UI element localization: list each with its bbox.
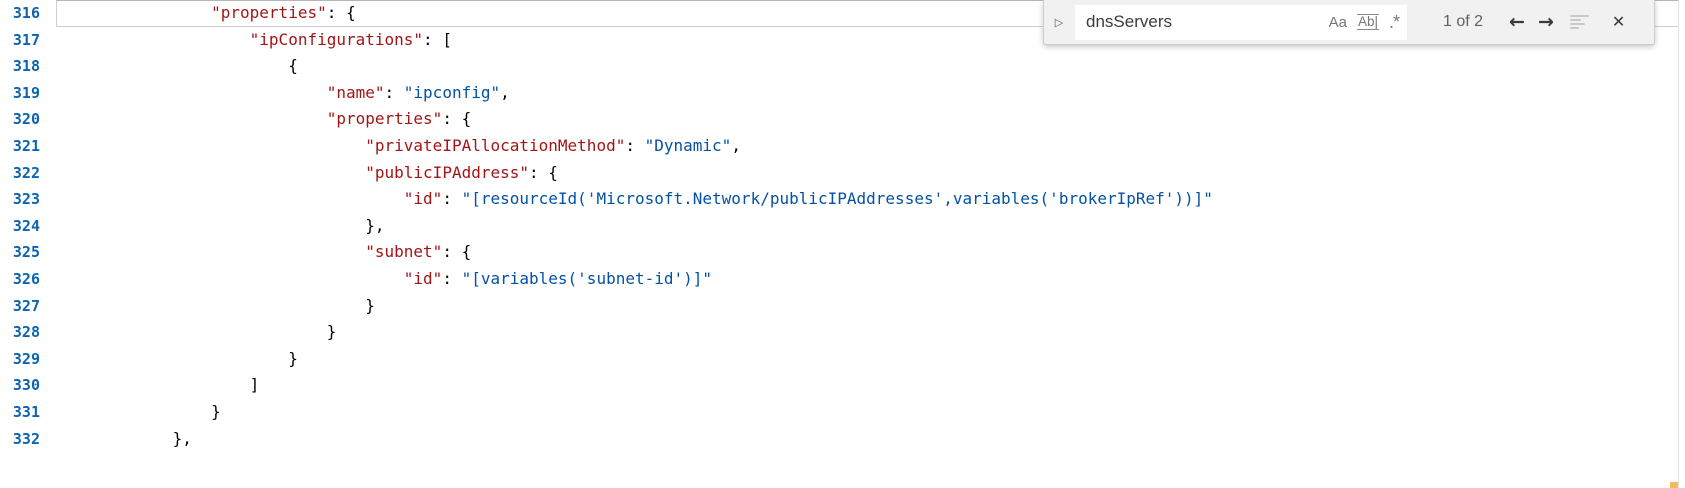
- search-options: Aa Ab| .*: [1328, 12, 1400, 32]
- code-text: "id": "[resourceId('Microsoft.Network/pu…: [403, 189, 1213, 209]
- code-text: }: [365, 295, 375, 315]
- previous-match-button[interactable]: ←: [1509, 11, 1525, 33]
- find-widget: ▷ dnsServers Aa Ab| .* 1 of 2 ← → ✕: [1043, 0, 1655, 45]
- code-text: }: [288, 348, 298, 368]
- code-line[interactable]: 327 }: [0, 293, 1685, 320]
- line-number[interactable]: 321: [12, 136, 40, 155]
- toggle-replace-chevron-icon[interactable]: ▷: [1054, 15, 1064, 29]
- line-number[interactable]: 322: [12, 163, 40, 182]
- search-input[interactable]: dnsServers Aa Ab| .*: [1075, 4, 1407, 40]
- code-text: },: [172, 428, 192, 448]
- code-line[interactable]: 321 "privateIPAllocationMethod": "Dynami…: [0, 133, 1685, 160]
- code-line[interactable]: 316 "properties": {: [0, 0, 1685, 27]
- code-text: "privateIPAllocationMethod": "Dynamic",: [365, 135, 741, 155]
- line-number[interactable]: 319: [12, 83, 40, 102]
- code-text: "properties": {: [211, 3, 356, 22]
- code-text: {: [288, 56, 298, 76]
- code-line[interactable]: 324 },: [0, 213, 1685, 240]
- find-in-selection-icon[interactable]: [1569, 15, 1590, 29]
- code-line[interactable]: 320 "properties": {: [0, 106, 1685, 133]
- next-match-button[interactable]: →: [1537, 11, 1554, 33]
- line-number[interactable]: 330: [12, 376, 40, 395]
- line-number[interactable]: 323: [12, 190, 40, 209]
- close-icon[interactable]: ✕: [1611, 12, 1626, 31]
- code-text: "properties": {: [326, 109, 472, 129]
- line-number[interactable]: 332: [12, 429, 40, 448]
- line-number[interactable]: 328: [12, 323, 40, 342]
- code-line[interactable]: 326 "id": "[variables('subnet-id')]": [0, 266, 1685, 293]
- match-count: 1 of 2: [1443, 13, 1484, 30]
- line-number[interactable]: 329: [12, 349, 40, 368]
- code-text: },: [365, 215, 385, 235]
- code-line[interactable]: 331 }: [0, 399, 1685, 426]
- code-line[interactable]: 323 "id": "[resourceId('Microsoft.Networ…: [0, 186, 1685, 213]
- code-line[interactable]: 317 "ipConfigurations": [: [0, 27, 1685, 54]
- line-number[interactable]: 326: [12, 269, 40, 288]
- line-number[interactable]: 320: [12, 110, 40, 129]
- code-text: "id": "[variables('subnet-id')]": [403, 268, 713, 288]
- code-text: "publicIPAddress": {: [365, 162, 558, 182]
- line-number[interactable]: 331: [12, 402, 40, 421]
- line-number[interactable]: 324: [12, 216, 40, 235]
- code-text: }: [326, 322, 337, 342]
- code-text: "name": "ipconfig",: [326, 82, 510, 102]
- whole-word-icon[interactable]: Ab|: [1356, 14, 1379, 30]
- line-number[interactable]: 318: [12, 57, 40, 76]
- code-text: ]: [249, 375, 260, 395]
- overview-ruler-border: [1678, 0, 1679, 488]
- code-text: "subnet": {: [365, 242, 472, 262]
- code-line[interactable]: 328 }: [0, 319, 1685, 346]
- match-case-icon[interactable]: Aa: [1328, 13, 1347, 31]
- code-line[interactable]: 322 "publicIPAddress": {: [0, 160, 1685, 187]
- code-line[interactable]: 318 {: [0, 53, 1685, 80]
- regex-icon[interactable]: .*: [1388, 12, 1400, 32]
- search-query-text: dnsServers: [1086, 12, 1172, 31]
- code-area: 316 "properties": {317 "ipConfigurations…: [0, 0, 1685, 453]
- code-line[interactable]: 329 }: [0, 346, 1685, 373]
- find-match-marker: [1670, 482, 1678, 488]
- line-number[interactable]: 325: [12, 243, 40, 262]
- code-text: "ipConfigurations": [: [249, 29, 452, 49]
- code-text: }: [211, 401, 221, 421]
- line-number[interactable]: 316: [12, 4, 40, 22]
- code-line[interactable]: 330 ]: [0, 372, 1685, 399]
- line-number[interactable]: 317: [12, 30, 40, 49]
- code-line[interactable]: 332 },: [0, 426, 1685, 453]
- code-line[interactable]: 319 "name": "ipconfig",: [0, 80, 1685, 107]
- line-number[interactable]: 327: [12, 296, 40, 315]
- code-line[interactable]: 325 "subnet": {: [0, 239, 1685, 266]
